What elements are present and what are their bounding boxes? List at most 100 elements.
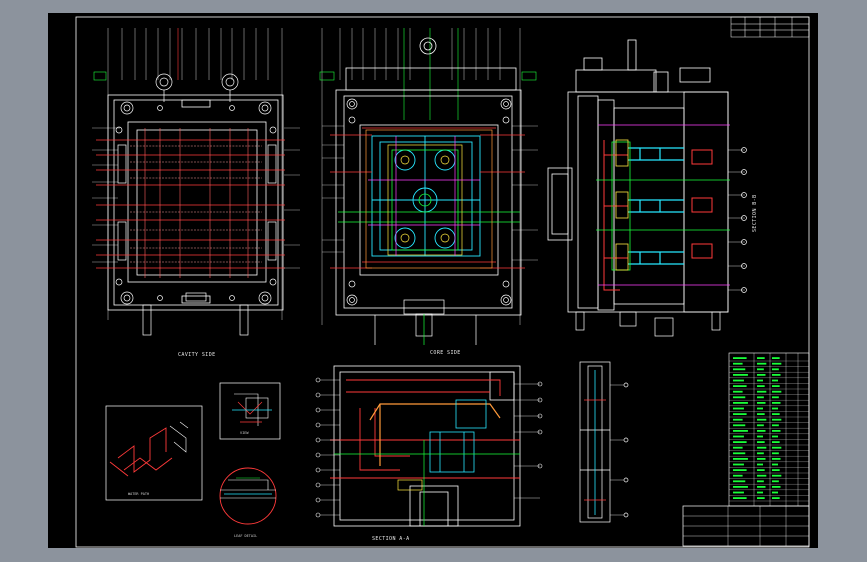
parts-row-text [757, 491, 763, 494]
parts-row-text [733, 424, 746, 427]
parts-row-text [772, 390, 782, 393]
section-b-b-label: SECTION B-B [752, 194, 758, 232]
parts-row-text [757, 474, 767, 477]
parts-row-text [757, 413, 765, 415]
parts-row-text [757, 458, 766, 460]
parts-list-rows [729, 357, 809, 502]
parts-row-text [733, 362, 743, 365]
parts-row-text [772, 368, 779, 371]
drawing-sheet [48, 13, 818, 548]
parts-row-text [757, 497, 765, 499]
parts-row-text [733, 480, 746, 483]
cavity-side-view: CAVITY SIDE [92, 28, 300, 358]
parts-row-text [733, 491, 744, 494]
parts-row-text [733, 441, 747, 443]
detail-view-box: VIEW [219, 382, 281, 440]
parts-row-text [757, 452, 764, 455]
cavity-side-label: CAVITY SIDE [178, 352, 216, 358]
parts-row-text [772, 474, 782, 477]
parts-row-text [772, 407, 778, 410]
parts-row-text [772, 458, 781, 460]
core-side-view: CORE SIDE [319, 28, 538, 356]
parts-row-text [772, 480, 779, 483]
parts-row-text [772, 486, 781, 488]
parts-row-text [772, 379, 778, 382]
revision-block [730, 16, 810, 38]
parts-row-text [757, 402, 766, 404]
parts-row-text [757, 396, 764, 399]
parts-row-text [772, 362, 782, 365]
parts-row-text [733, 402, 748, 404]
parts-row-text [772, 491, 778, 494]
parts-row-text [772, 374, 781, 376]
parts-row-text [757, 469, 765, 471]
parts-row-text [772, 413, 780, 415]
parts-row-text [772, 469, 780, 471]
core-side-label: CORE SIDE [430, 350, 461, 356]
parts-row-text [733, 374, 748, 376]
parts-row-text [757, 362, 767, 365]
parts-row-text [757, 390, 767, 393]
parts-row-text [733, 452, 746, 455]
parts-row-text [772, 357, 780, 359]
parts-row-text [733, 458, 748, 460]
parts-row-text [733, 390, 743, 393]
parts-row-text [733, 463, 744, 466]
parts-row-text [733, 435, 744, 438]
parts-row-text [757, 357, 765, 359]
title-block [682, 505, 810, 547]
parts-row-text [733, 385, 747, 387]
parts-row-text [772, 430, 781, 432]
parts-row-text [757, 486, 766, 488]
parts-row-text [757, 435, 763, 438]
narrow-section-view [579, 361, 629, 523]
circle-detail-label: LEAF DETAIL [234, 534, 257, 538]
sheet-border [75, 16, 810, 548]
parts-row-text [733, 418, 743, 421]
parts-row-text [733, 396, 746, 399]
parts-row-text [757, 446, 767, 449]
parts-row-text [757, 379, 763, 382]
section-a-a-label: SECTION A-A [372, 536, 410, 542]
parts-row-text [733, 379, 744, 382]
parts-row-text [757, 424, 764, 427]
parts-row-text [772, 424, 779, 427]
parts-row-text [772, 497, 780, 499]
parts-row-text [772, 452, 779, 455]
parts-row-text [757, 385, 765, 387]
parts-row-text [733, 413, 747, 415]
parts-row-text [733, 446, 743, 449]
parts-row-text [733, 357, 747, 359]
parts-row-text [772, 441, 780, 443]
parts-row-text [772, 463, 778, 466]
parts-row-text [733, 469, 747, 471]
parts-row-text [733, 497, 747, 499]
parts-row-text [772, 435, 778, 438]
parts-row-text [757, 407, 763, 410]
parts-row-text [757, 480, 764, 483]
parts-row-text [757, 374, 766, 376]
parts-row-text [757, 430, 766, 432]
detail-view-label: VIEW [240, 431, 249, 435]
parts-row-text [772, 396, 779, 399]
parts-row-text [772, 446, 782, 449]
section-a-a-view: SECTION A-A [315, 365, 543, 542]
parts-row-text [733, 474, 743, 477]
section-b-b-view: SECTION B-B [547, 39, 758, 337]
parts-row-text [757, 368, 764, 371]
parts-row-text [772, 418, 782, 421]
circle-detail-view: LEAF DETAIL [219, 467, 277, 538]
parts-row-text [757, 441, 765, 443]
water-path-label: WATER PATH [128, 492, 149, 496]
parts-row-text [772, 385, 780, 387]
parts-row-text [733, 368, 746, 371]
parts-row-text [772, 402, 781, 404]
parts-row-text [733, 430, 748, 432]
parts-row-text [733, 407, 744, 410]
parts-row-text [757, 418, 767, 421]
water-path-view: WATER PATH [105, 405, 203, 501]
parts-list-table [728, 352, 810, 507]
parts-row-text [733, 486, 748, 488]
parts-row-text [757, 463, 763, 466]
